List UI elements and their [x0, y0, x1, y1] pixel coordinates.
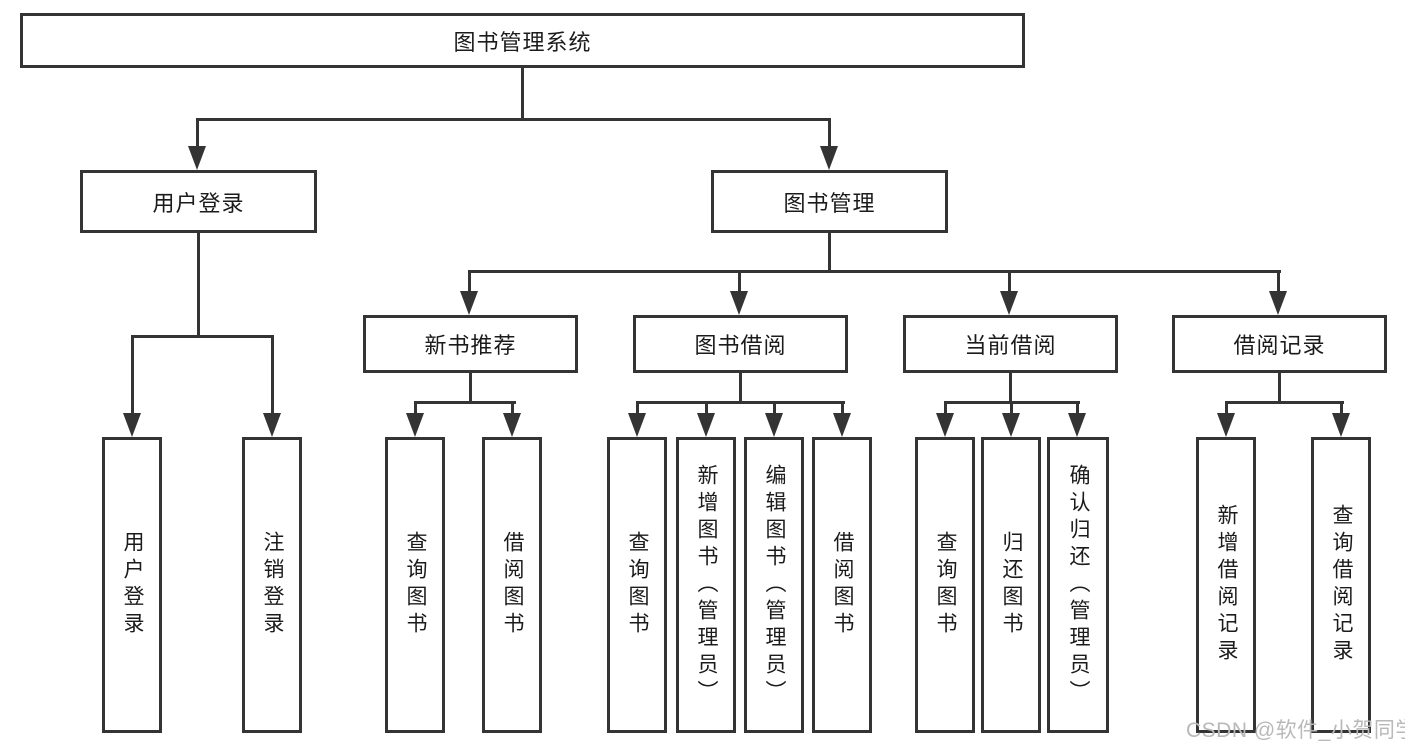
connector-line	[944, 401, 947, 414]
leaf-query-borrow-record: 查询借阅记录	[1311, 437, 1371, 733]
arrowhead-down-icon	[263, 413, 281, 437]
arrowhead-down-icon	[936, 413, 954, 437]
leaf-label: 查询图书	[626, 531, 650, 639]
connector-line	[636, 401, 639, 414]
leaf-borrow-books-borrowing: 借阅图书	[812, 437, 872, 733]
node-new-book-recommend: 新书推荐	[363, 315, 578, 373]
arrowhead-down-icon	[123, 413, 141, 437]
node-current-borrowing: 当前借阅	[903, 315, 1118, 373]
leaf-user-login: 用户登录	[102, 437, 162, 733]
leaf-label: 用户登录	[121, 531, 145, 639]
arrowhead-down-icon	[406, 413, 424, 437]
connector-line	[271, 335, 274, 415]
arrowhead-down-icon	[765, 413, 783, 437]
arrowhead-down-icon	[1002, 413, 1020, 437]
connector-line	[511, 401, 514, 414]
connector-line	[738, 270, 741, 293]
connector-line	[1225, 401, 1228, 414]
arrowhead-down-icon	[730, 291, 748, 315]
connector-line	[773, 401, 776, 414]
connector-line	[414, 401, 516, 404]
connector-line	[131, 335, 134, 415]
leaf-label: 借阅图书	[501, 531, 525, 639]
connector-line	[1278, 373, 1281, 401]
connector-line	[636, 401, 845, 404]
arrowhead-down-icon	[1269, 291, 1287, 315]
leaf-label: 新增图书（管理员）	[695, 463, 719, 707]
connector-line	[1008, 270, 1011, 293]
arrowhead-down-icon	[820, 146, 838, 170]
connector-line	[1076, 401, 1079, 414]
connector-line	[1010, 401, 1013, 414]
csdn-watermark: CSDN @软件_小贺同学	[1186, 719, 1405, 742]
connector-line	[1225, 401, 1344, 404]
arrowhead-down-icon	[1217, 413, 1235, 437]
leaf-logout: 注销登录	[242, 437, 302, 733]
leaf-label: 查询借阅记录	[1330, 504, 1354, 666]
connector-line	[468, 270, 1281, 273]
leaf-query-books-current: 查询图书	[915, 437, 975, 733]
arrowhead-down-icon	[1332, 413, 1350, 437]
connector-line	[1340, 401, 1343, 414]
arrowhead-down-icon	[503, 413, 521, 437]
leaf-query-books-borrowing: 查询图书	[607, 437, 667, 733]
connector-line	[196, 118, 831, 121]
leaf-label: 注销登录	[261, 531, 285, 639]
leaf-add-books-admin: 新增图书（管理员）	[676, 437, 736, 733]
connector-line	[414, 401, 417, 414]
connector-line	[131, 335, 274, 338]
connector-line	[197, 233, 200, 335]
connector-line	[196, 118, 199, 148]
node-borrowing-records: 借阅记录	[1172, 315, 1387, 373]
node-book-management: 图书管理	[711, 170, 948, 233]
leaf-query-books-recommend: 查询图书	[385, 437, 445, 733]
arrowhead-down-icon	[460, 291, 478, 315]
arrowhead-down-icon	[628, 413, 646, 437]
leaf-label: 确认归还（管理员）	[1067, 463, 1091, 707]
node-book-management-system: 图书管理系统	[20, 13, 1025, 68]
node-book-borrowing: 图书借阅	[633, 315, 848, 373]
leaf-label: 借阅图书	[831, 531, 855, 639]
connector-line	[828, 118, 831, 148]
leaf-confirm-return-admin: 确认归还（管理员）	[1047, 437, 1109, 733]
leaf-add-borrow-record: 新增借阅记录	[1196, 437, 1256, 733]
leaf-label: 查询图书	[404, 531, 428, 639]
connector-line	[521, 68, 524, 120]
connector-line	[739, 373, 742, 401]
arrowhead-down-icon	[1000, 291, 1018, 315]
leaf-borrow-books-recommend: 借阅图书	[482, 437, 542, 733]
connector-line	[468, 270, 471, 293]
arrowhead-down-icon	[188, 146, 206, 170]
node-user-login: 用户登录	[80, 170, 317, 233]
leaf-label: 新增借阅记录	[1215, 504, 1239, 666]
leaf-return-books: 归还图书	[981, 437, 1041, 733]
arrowhead-down-icon	[1068, 413, 1086, 437]
connector-line	[841, 401, 844, 414]
leaf-label: 查询图书	[934, 531, 958, 639]
arrowhead-down-icon	[833, 413, 851, 437]
connector-line	[828, 233, 831, 273]
connector-line	[705, 401, 708, 414]
leaf-edit-books-admin: 编辑图书（管理员）	[744, 437, 804, 733]
connector-line	[1009, 373, 1012, 401]
leaf-label: 编辑图书（管理员）	[763, 463, 787, 707]
connector-line	[469, 373, 472, 401]
connector-line	[1277, 270, 1280, 293]
arrowhead-down-icon	[697, 413, 715, 437]
leaf-label: 归还图书	[1000, 531, 1024, 639]
